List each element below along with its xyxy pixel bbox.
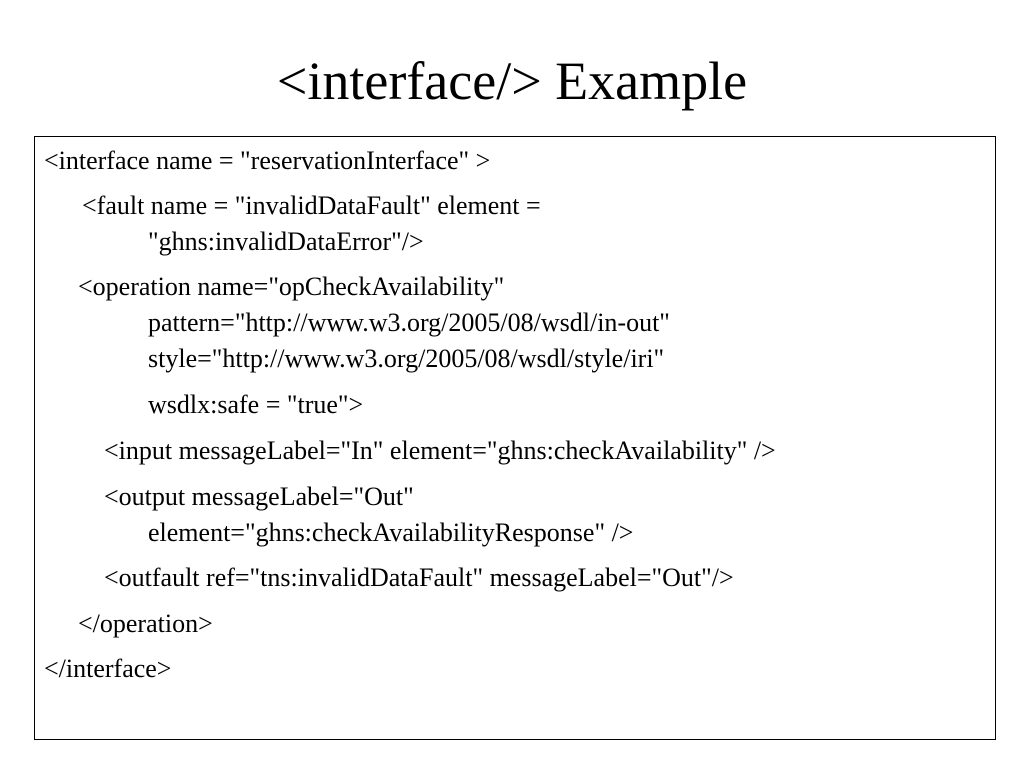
code-line-outfault: <outfault ref="tns:invalidDataFault" mes… xyxy=(104,563,734,592)
code-line-operation-pattern: pattern="http://www.w3.org/2005/08/wsdl/… xyxy=(148,308,670,337)
code-line-interface-open: <interface name = "reservationInterface"… xyxy=(44,146,491,175)
code-example-box xyxy=(34,136,996,740)
code-line-operation-style: style="http://www.w3.org/2005/08/wsdl/st… xyxy=(148,344,665,373)
code-line-output-element: element="ghns:checkAvailabilityResponse"… xyxy=(148,518,634,547)
code-line-operation-open: <operation name="opCheckAvailability" xyxy=(78,272,505,301)
code-line-fault: <fault name = "invalidDataFault" element… xyxy=(82,191,541,220)
code-line-operation-close: </operation> xyxy=(78,609,213,638)
code-line-operation-safe: wsdlx:safe = "true"> xyxy=(148,390,364,419)
slide-title: <interface/> Example xyxy=(276,51,748,111)
code-line-interface-close: </interface> xyxy=(44,654,172,683)
code-line-fault-element: "ghns:invalidDataError"/> xyxy=(148,227,424,256)
code-line-output: <output messageLabel="Out" xyxy=(104,482,414,511)
code-line-input: <input messageLabel="In" element="ghns:c… xyxy=(104,436,776,465)
